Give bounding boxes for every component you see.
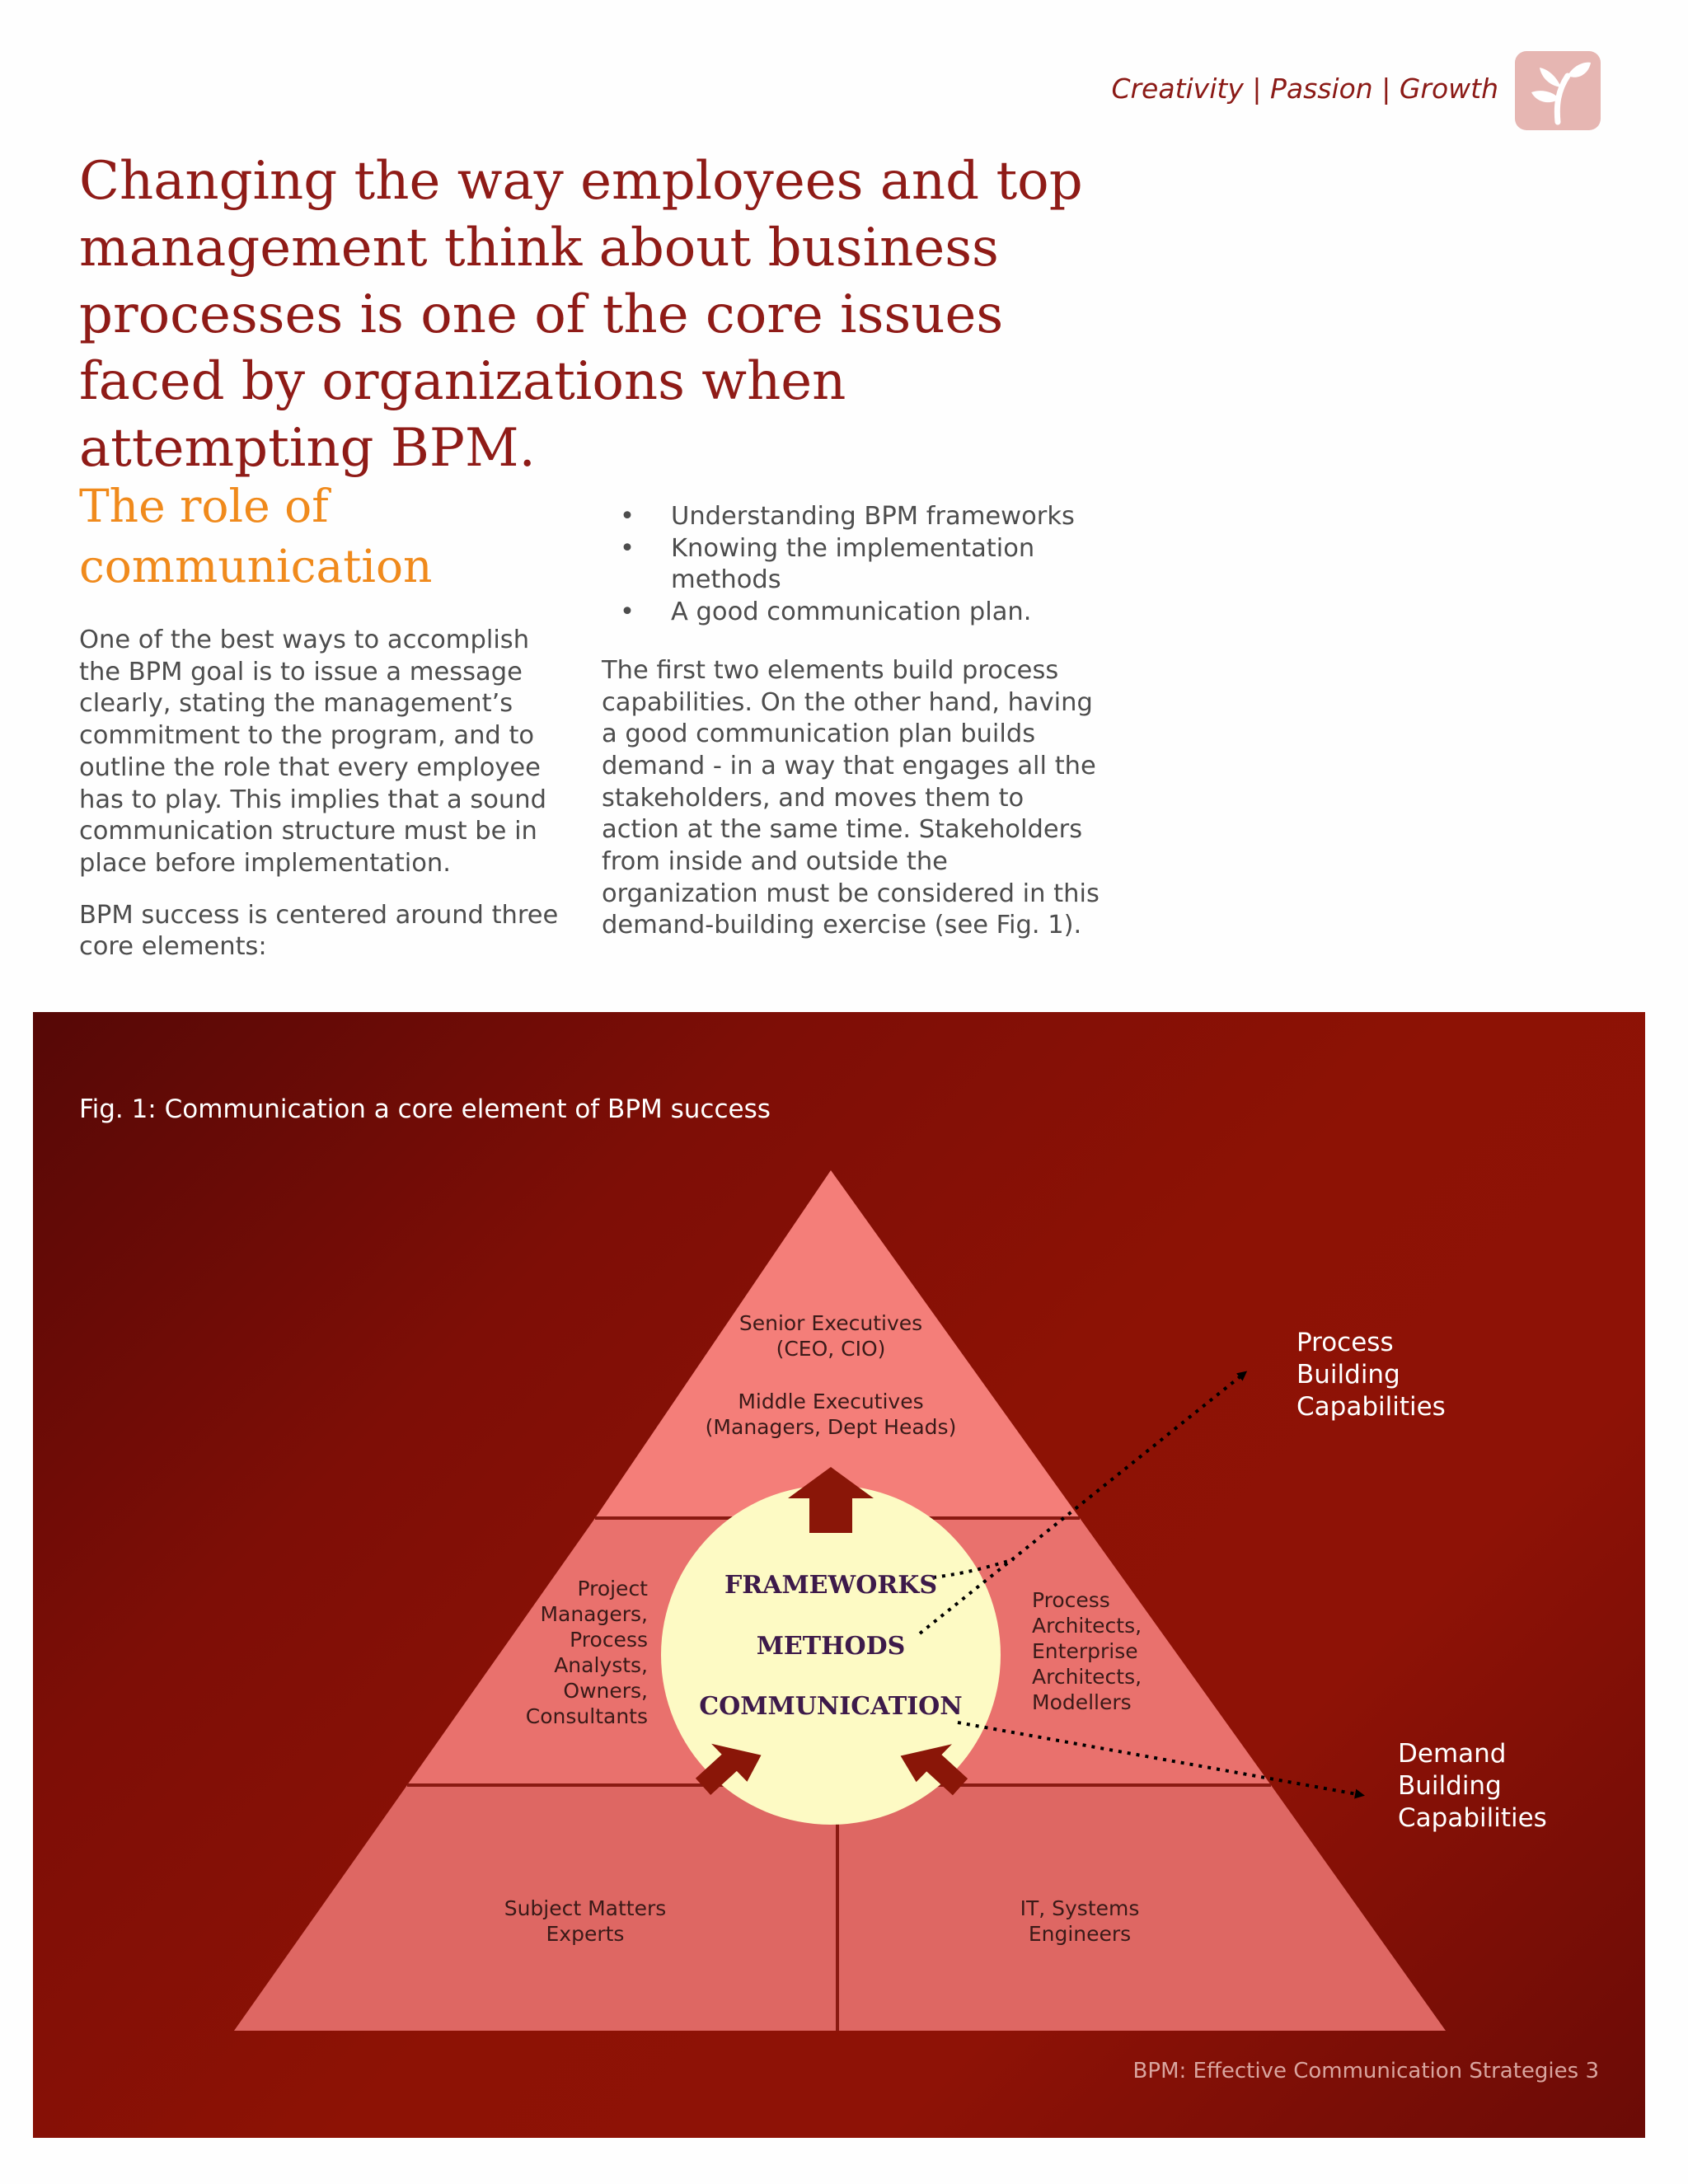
svg-text:Building: Building	[1398, 1771, 1502, 1801]
pyramid-bottom-tier	[234, 1785, 1446, 2031]
section-title: The role of communication	[79, 480, 433, 593]
down-right-arrow-icon	[900, 1744, 968, 1796]
methods-label: METHODS	[757, 1632, 906, 1661]
svg-text:Capabilities: Capabilities	[1296, 1392, 1446, 1422]
list-item: •Knowing the implementation methods	[620, 533, 1035, 595]
demand-capabilities-label: Demand Building Capabilities	[1398, 1739, 1547, 1833]
right-label: Architects,	[1032, 1665, 1142, 1689]
top-tier-labels: Senior Executives (CEO, CIO) Middle Exec…	[706, 1311, 957, 1439]
pyramid-top-tier	[595, 1170, 1080, 1518]
paragraph-intro: One of the best ways to accomplish the B…	[79, 626, 546, 878]
left-column: One of the best ways to accomplish the B…	[79, 625, 565, 983]
left-label: Consultants	[526, 1704, 648, 1728]
subject-matter-experts-label: Experts	[546, 1922, 625, 1946]
left-label: Analysts,	[554, 1653, 648, 1677]
right-tier-labels: Process Architects, Enterprise Architect…	[1032, 1588, 1142, 1714]
bullet-icon: •	[620, 598, 635, 627]
core-elements-labels: FRAMEWORKS METHODS COMMUNICATION	[699, 1571, 962, 1721]
right-label: Architects,	[1032, 1614, 1142, 1638]
subject-matter-experts-label: Subject Matters	[504, 1896, 667, 1920]
figure-caption: Fig. 1: Communication a core element of …	[79, 1094, 771, 1124]
left-label: Process	[570, 1628, 648, 1652]
svg-text:Process: Process	[1296, 1328, 1394, 1357]
pyramid-diagram: Senior Executives (CEO, CIO) Middle Exec…	[234, 1170, 1547, 2031]
it-systems-engineers-label: IT, Systems	[1020, 1896, 1140, 1920]
middle-executives-sub-label: (Managers, Dept Heads)	[706, 1415, 957, 1439]
it-systems-engineers-label: Engineers	[1029, 1922, 1131, 1946]
core-circle	[661, 1485, 1001, 1825]
right-label: Modellers	[1032, 1690, 1132, 1714]
paragraph-demand: The first two elements build process cap…	[602, 655, 1100, 940]
left-tier-labels: Project Managers, Process Analysts, Owne…	[526, 1577, 648, 1728]
bullet-icon: •	[620, 502, 635, 531]
svg-text:Demand: Demand	[1398, 1739, 1506, 1769]
methods-to-process-arrow	[918, 1371, 1248, 1635]
figure-panel: Fig. 1: Communication a core element of …	[33, 1012, 1645, 2138]
left-label: Managers,	[540, 1602, 648, 1626]
tagline: Creativity | Passion | Growth	[1111, 73, 1498, 105]
sprout-logo-icon	[1515, 51, 1601, 130]
list-item: •Understanding BPM frameworks	[602, 501, 1104, 533]
right-column: •Understanding BPM frameworks •Knowing t…	[602, 501, 1104, 942]
down-left-arrow-icon	[695, 1743, 762, 1795]
communication-label: COMMUNICATION	[699, 1692, 962, 1721]
svg-text:Building: Building	[1296, 1360, 1400, 1390]
svg-text:Capabilities: Capabilities	[1398, 1803, 1547, 1833]
bullet-icon: •	[620, 533, 635, 563]
process-capabilities-label: Process Building Capabilities	[1296, 1328, 1446, 1422]
up-arrow-icon	[788, 1467, 874, 1533]
left-label: Owners,	[563, 1679, 648, 1703]
list-item: •A good communication plan.	[602, 597, 1104, 629]
right-label: Process	[1032, 1588, 1110, 1612]
right-label: Enterprise	[1032, 1639, 1138, 1663]
core-elements-list: •Understanding BPM frameworks •Knowing t…	[602, 501, 1104, 629]
page-headline: Changing the way employees and top manag…	[79, 151, 1083, 479]
frameworks-connector	[932, 1558, 1015, 1579]
page-footer: BPM: Effective Communication Strategies …	[1132, 2059, 1599, 2083]
middle-executives-label: Middle Executives	[738, 1390, 923, 1413]
bottom-tier-labels: Subject Matters Experts IT, Systems Engi…	[504, 1896, 1140, 1946]
left-label: Project	[577, 1577, 648, 1601]
paragraph-core-elements: BPM success is centered around three cor…	[79, 900, 559, 962]
frameworks-label: FRAMEWORKS	[724, 1571, 937, 1600]
senior-executives-label: Senior Executives	[739, 1311, 922, 1335]
senior-executives-sub-label: (CEO, CIO)	[776, 1337, 886, 1361]
